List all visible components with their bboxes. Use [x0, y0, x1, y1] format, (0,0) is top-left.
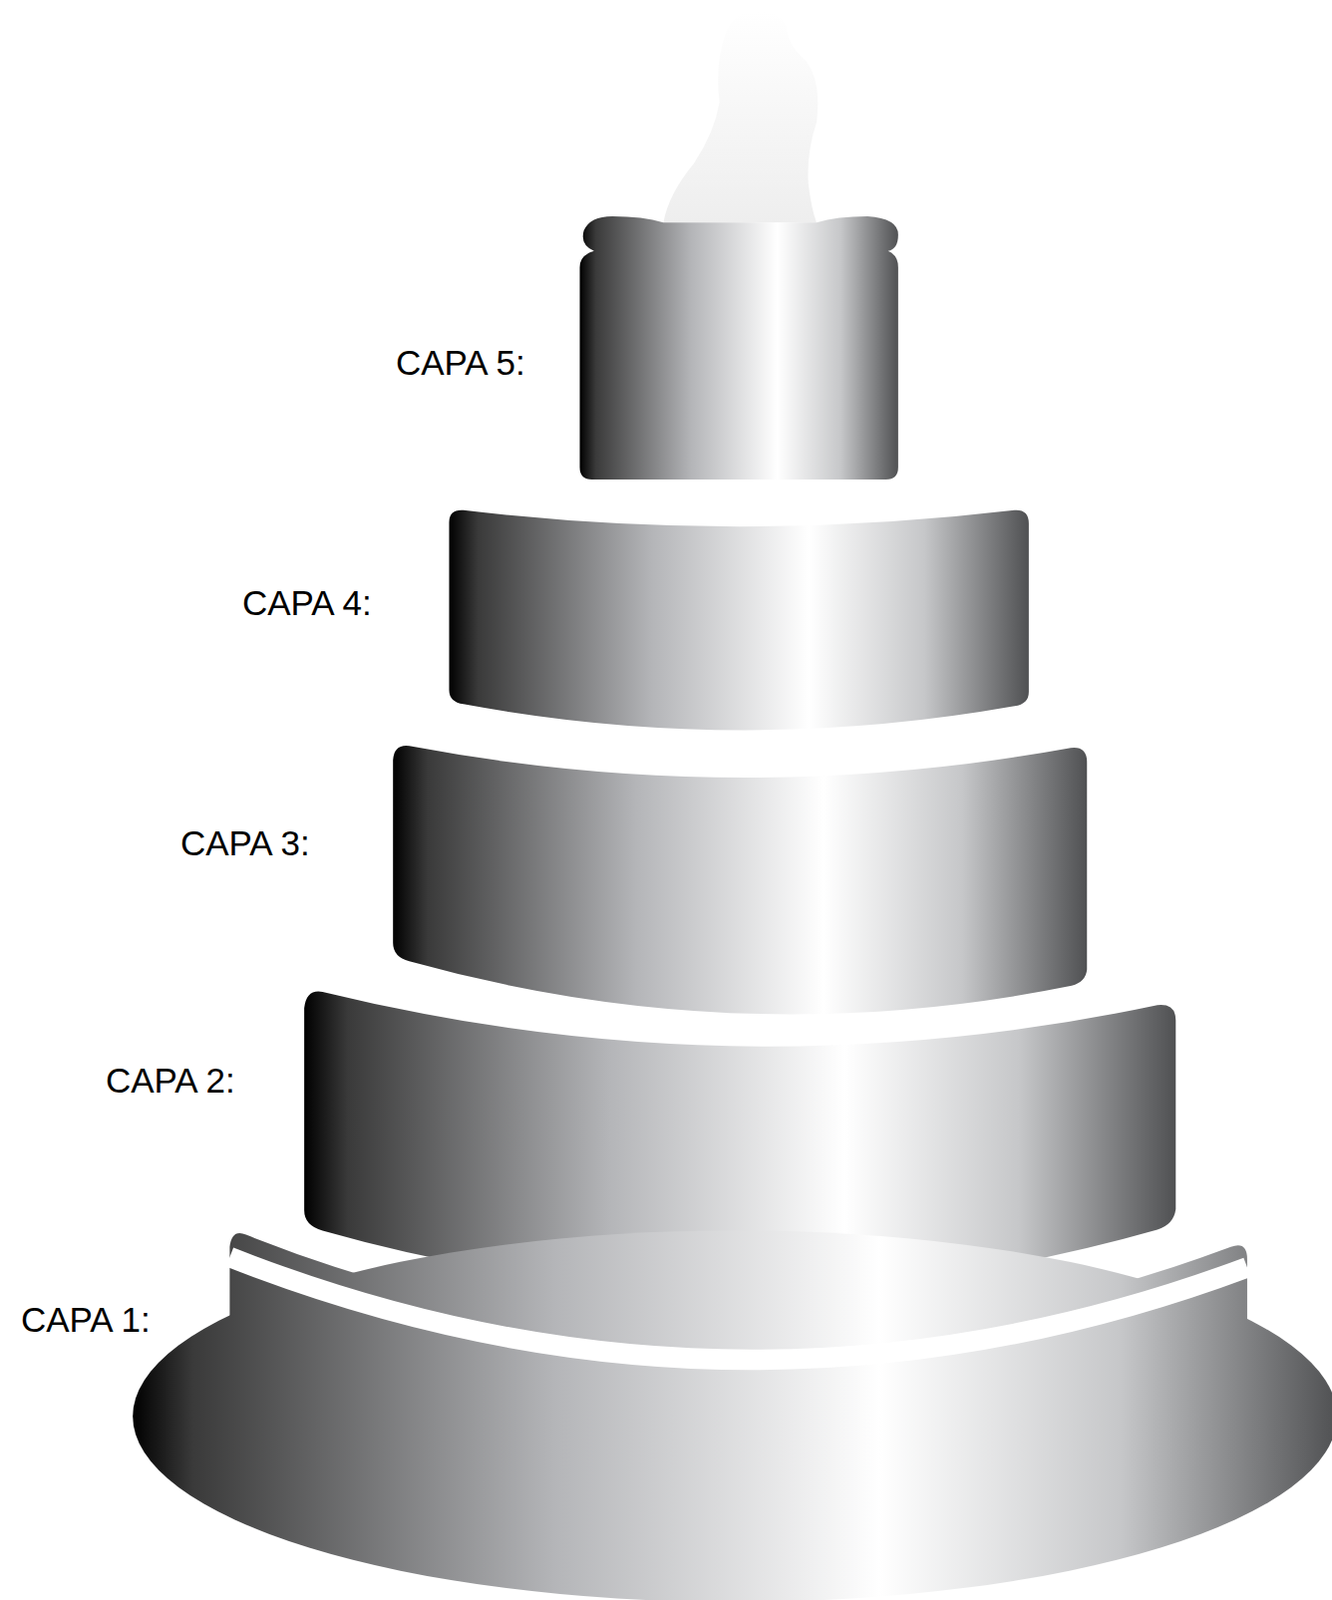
layer-label: CAPA 3: — [180, 825, 311, 861]
layer-label: CAPA 2: — [105, 1062, 236, 1098]
layer-label: CAPA 5: — [395, 344, 526, 380]
cake-tier — [580, 216, 899, 480]
layer-label: CAPA 1: — [20, 1302, 151, 1337]
tier-gap — [229, 1257, 1248, 1360]
cake-topper — [663, 11, 818, 224]
cake-base — [132, 1230, 1332, 1600]
cake-tier — [392, 745, 1087, 1014]
cake-tier — [448, 510, 1028, 731]
layer-label: CAPA 4: — [242, 585, 372, 621]
